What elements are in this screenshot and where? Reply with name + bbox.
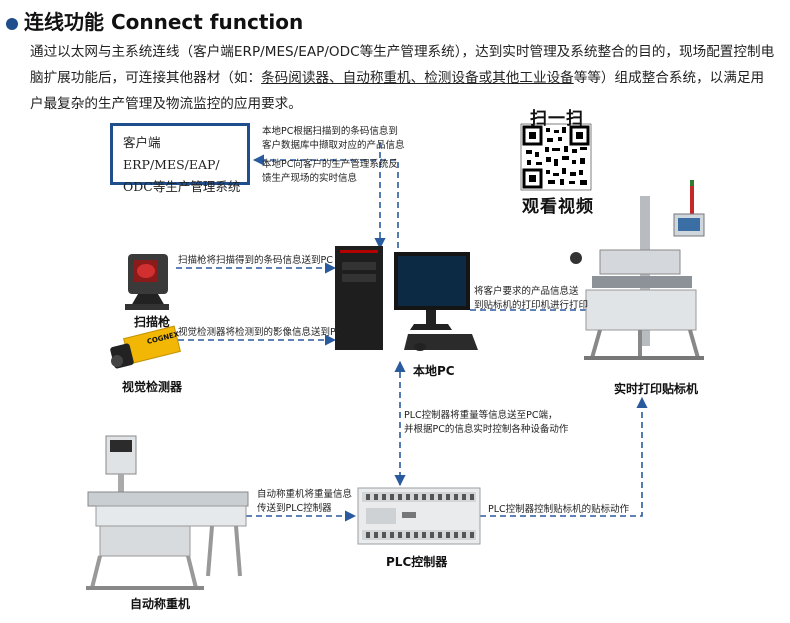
plc-label: PLC控制器 bbox=[386, 555, 448, 569]
note-pc-to-erp: 本地PC根据扫描到的条码信息到 客户数据库中撷取对应的产品信息 bbox=[262, 125, 405, 153]
camera-label: 视觉检测器 bbox=[122, 380, 183, 394]
camera-device-icon: COGNEX bbox=[110, 325, 181, 369]
note-plc-pc: PLC控制器将重量等信息送至PC端， 并根据PC的信息实时控制各种设备动作 bbox=[404, 409, 568, 437]
note-scanner-to-pc: 扫描枪将扫描得到的条码信息送到PC bbox=[178, 255, 333, 266]
labeler-device-icon bbox=[570, 180, 705, 360]
note-erp-to-pc-line1: 本地PC向客户的生产管理系统反 bbox=[262, 159, 398, 170]
note-camera-to-pc: 视觉检测器将检测到的影像信息送到PC bbox=[178, 327, 343, 338]
note-pc-to-labeler-line2: 到贴标机的打印机进行打印 bbox=[474, 300, 589, 311]
plc-device-icon bbox=[357, 487, 481, 545]
scanner-label: 扫描枪 bbox=[134, 315, 171, 329]
section-title: 连线功能 Connect function bbox=[6, 6, 303, 35]
pc-to-erp-line bbox=[252, 154, 399, 248]
intro-lead: 通过以太网与主系统连线（客户端ERP/MES/EAP/ODC等生产管理系统），达… bbox=[30, 44, 775, 86]
note-pc-to-labeler-line1: 将客户要求的产品信息送 bbox=[474, 286, 579, 297]
intro-paragraph: 通过以太网与主系统连线（客户端ERP/MES/EAP/ODC等生产管理系统），达… bbox=[30, 39, 775, 117]
labeler-label: 实时打印贴标机 bbox=[614, 382, 699, 396]
note-pc-to-labeler: 将客户要求的产品信息送 到贴标机的打印机进行打印 bbox=[474, 285, 588, 313]
bullet-dot-icon bbox=[6, 17, 18, 30]
note-scale-to-plc: 自动称重机将重量信息 传送到PLC控制器 bbox=[257, 488, 352, 516]
intro-tail: 等等）组成整合系统，以满足用户最复杂的生产管理及物流监控的应用要求。 bbox=[30, 70, 765, 112]
pc-label: 本地PC bbox=[413, 364, 455, 378]
note-plc-pc-line1: PLC控制器将重量等信息送至PC端， bbox=[404, 410, 558, 421]
qr-scan-label: 扫一扫 bbox=[530, 109, 584, 129]
note-erp-to-pc: 本地PC向客户的生产管理系统反 馈生产现场的实时信息 bbox=[262, 158, 398, 186]
intro-underlined: 条码阅读器、自动称重机、检测设备或其他工业设备 bbox=[261, 70, 574, 86]
qr-code-icon bbox=[520, 123, 592, 191]
note-scale-to-plc-line2: 传送到PLC控制器 bbox=[257, 503, 332, 514]
erp-box-line1: 客户端ERP/MES/EAP/ bbox=[123, 135, 220, 172]
note-erp-to-pc-line2: 馈生产现场的实时信息 bbox=[262, 173, 358, 184]
plc-to-labeler-line bbox=[480, 396, 648, 517]
note-plc-to-labeler: PLC控制器控制贴标机的贴标动作 bbox=[488, 504, 630, 515]
scale-label: 自动称重机 bbox=[130, 597, 191, 611]
pc-device-icon bbox=[335, 246, 478, 351]
note-pc-to-erp-line2: 客户数据库中撷取对应的产品信息 bbox=[262, 140, 405, 151]
erp-system-box: 客户端ERP/MES/EAP/ ODC等生产管理系统 bbox=[110, 123, 250, 194]
scale-device-icon bbox=[86, 435, 249, 590]
note-scale-to-plc-line1: 自动称重机将重量信息 bbox=[257, 489, 353, 500]
scanner-device-icon bbox=[125, 254, 169, 310]
erp-box-line2: ODC等生产管理系统 bbox=[123, 179, 241, 194]
qr-watch-video-label: 观看视频 bbox=[522, 197, 594, 217]
section-title-text: 连线功能 Connect function bbox=[24, 10, 304, 34]
note-pc-to-erp-line1: 本地PC根据扫描到的条码信息到 bbox=[262, 126, 398, 137]
note-plc-pc-line2: 并根据PC的信息实时控制各种设备动作 bbox=[404, 424, 569, 435]
